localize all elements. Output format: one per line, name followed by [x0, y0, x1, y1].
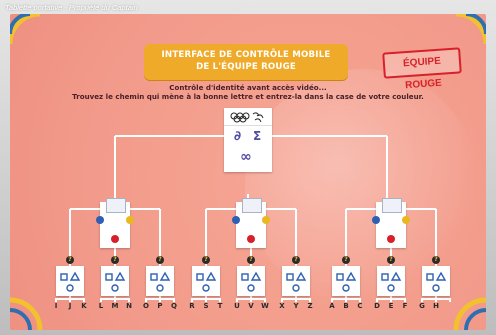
- olympic-paralympic-icon: [230, 112, 264, 123]
- sigma-icon: Σ: [253, 129, 262, 143]
- letter-label: X: [279, 302, 285, 310]
- letter-label: H: [433, 302, 439, 310]
- blue-dot: [232, 216, 240, 224]
- letter-label: O: [143, 302, 149, 310]
- symbol-a-icon: ∂: [234, 129, 242, 144]
- letter-label: G: [419, 302, 425, 310]
- question-badge-icon: ?: [247, 256, 255, 264]
- letter-label: Z: [307, 302, 313, 310]
- question-badge-icon: ?: [387, 256, 395, 264]
- terminal-box: [101, 266, 129, 296]
- letter-label: S: [203, 302, 209, 310]
- question-badge-icon: ?: [432, 256, 440, 264]
- letter-label: J: [68, 302, 72, 310]
- terminal-box: [56, 266, 84, 296]
- instruction-line-1: Contrôle d'identité avant accès vidéo...: [169, 83, 327, 92]
- corner-arc-decoration-bottom-right: [453, 297, 486, 330]
- title-line-1: INTERFACE DE CONTRÔLE MOBILE: [161, 50, 331, 60]
- red-dot: [247, 235, 255, 243]
- terminal-box: [377, 266, 405, 296]
- letter-label: A: [329, 302, 335, 310]
- question-badge-icon: ?: [66, 256, 74, 264]
- question-badge-icon: ?: [111, 256, 119, 264]
- letter-label: M: [111, 302, 119, 310]
- title-line-2: DE L'ÉQUIPE ROUGE: [196, 62, 296, 72]
- letter-label: T: [217, 302, 223, 310]
- blue-dot: [372, 216, 380, 224]
- corner-arc-decoration-top-right: [455, 14, 486, 45]
- terminal-box: [237, 266, 265, 296]
- letter-label: B: [343, 302, 349, 310]
- branch-box-left: [96, 198, 134, 248]
- sticky-note-icon: [242, 198, 262, 213]
- letter-label: Q: [171, 302, 177, 310]
- globe-background: [245, 69, 480, 304]
- sticky-note-icon: [106, 198, 126, 213]
- shape-symbols-icon: [336, 271, 357, 292]
- control-screen: INTERFACE DE CONTRÔLE MOBILE DE L'ÉQUIPE…: [10, 14, 486, 330]
- branch-box-right: [372, 198, 410, 248]
- terminal-box: [146, 266, 174, 296]
- letter-label: D: [374, 302, 380, 310]
- branch-box-center: [232, 198, 270, 248]
- shape-symbols-icon: [196, 271, 217, 292]
- shape-symbols-icon: [241, 271, 262, 292]
- question-badge-icon: ?: [342, 256, 350, 264]
- question-badge-icon: ?: [292, 256, 300, 264]
- shape-symbols-icon: [105, 271, 126, 292]
- yellow-dot: [402, 216, 410, 224]
- shape-symbols-icon: [150, 271, 171, 292]
- instruction-line-2: Trouvez le chemin qui mène à la bonne le…: [72, 92, 424, 101]
- letter-label: U: [234, 302, 240, 310]
- tablet-caption: Tablette portative - Propriété du Captai…: [5, 3, 138, 12]
- letter-label: K: [81, 302, 87, 310]
- letter-label: W: [261, 302, 269, 310]
- title-banner: INTERFACE DE CONTRÔLE MOBILE DE L'ÉQUIPE…: [144, 44, 348, 80]
- terminal-box: [282, 266, 310, 296]
- shape-symbols-icon: [286, 271, 307, 292]
- letter-label: R: [189, 302, 195, 310]
- red-dot: [111, 235, 119, 243]
- shape-symbols-icon: [426, 271, 447, 292]
- red-dot: [387, 235, 395, 243]
- letter-label: V: [248, 302, 254, 310]
- letter-label: N: [126, 302, 132, 310]
- letter-label: I: [54, 302, 58, 310]
- sticky-note-icon: [382, 198, 402, 213]
- blue-dot: [96, 216, 104, 224]
- letter-label: F: [402, 302, 408, 310]
- shape-symbols-icon: [60, 271, 81, 292]
- terminal-box: [332, 266, 360, 296]
- yellow-dot: [262, 216, 270, 224]
- corner-arc-decoration-bottom-left: [10, 297, 43, 330]
- root-symbol-box: ∂ Σ ∞: [224, 108, 272, 172]
- question-badge-icon: ?: [156, 256, 164, 264]
- terminal-box: [192, 266, 220, 296]
- corner-arc-decoration-top-left: [10, 14, 41, 45]
- question-badge-icon: ?: [202, 256, 210, 264]
- letter-label: E: [388, 302, 394, 310]
- letter-label: L: [98, 302, 104, 310]
- letter-label: P: [157, 302, 163, 310]
- yellow-dot: [126, 216, 134, 224]
- letter-label: Y: [293, 302, 299, 310]
- infinity-icon: ∞: [240, 149, 252, 165]
- terminal-box: [422, 266, 450, 296]
- shape-symbols-icon: [381, 271, 402, 292]
- letter-label: C: [357, 302, 363, 310]
